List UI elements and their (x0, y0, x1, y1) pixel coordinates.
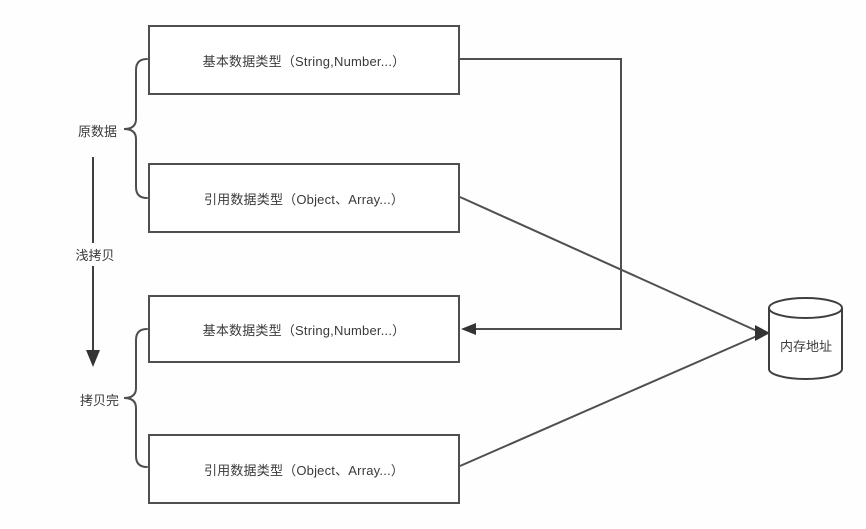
box-source-reference-label: 引用数据类型（Object、Array...） (203, 191, 405, 207)
connector-source-reference-to-memory (459, 196, 758, 332)
source-group-brace (123, 58, 148, 199)
result-group-brace (123, 328, 148, 468)
box-copied-primitive: 基本数据类型（String,Number...） (148, 295, 460, 363)
box-copied-reference-label: 引用数据类型（Object、Array...） (203, 462, 405, 478)
memory-cylinder-top (768, 297, 843, 319)
box-source-primitive-label: 基本数据类型（String,Number...） (202, 53, 406, 69)
shallow-copy-label: 浅拷贝 (73, 243, 117, 266)
source-group-label: 原数据 (77, 124, 117, 139)
arrowhead-into-copied-primitive-icon (461, 323, 476, 335)
connector-copied-reference-to-memory (459, 335, 758, 467)
arrowhead-into-memory-icon (755, 325, 770, 341)
box-source-reference: 引用数据类型（Object、Array...） (148, 163, 460, 233)
shallow-copy-arrowhead-icon (86, 350, 100, 367)
box-copied-primitive-label: 基本数据类型（String,Number...） (202, 322, 406, 338)
box-source-primitive: 基本数据类型（String,Number...） (148, 25, 460, 95)
result-group-label: 拷贝完 (79, 393, 119, 408)
memory-address-label: 内存地址 (779, 339, 832, 354)
connector-primitive-copy (460, 58, 622, 330)
memory-cylinder-body (768, 308, 843, 380)
box-copied-reference: 引用数据类型（Object、Array...） (148, 434, 460, 504)
